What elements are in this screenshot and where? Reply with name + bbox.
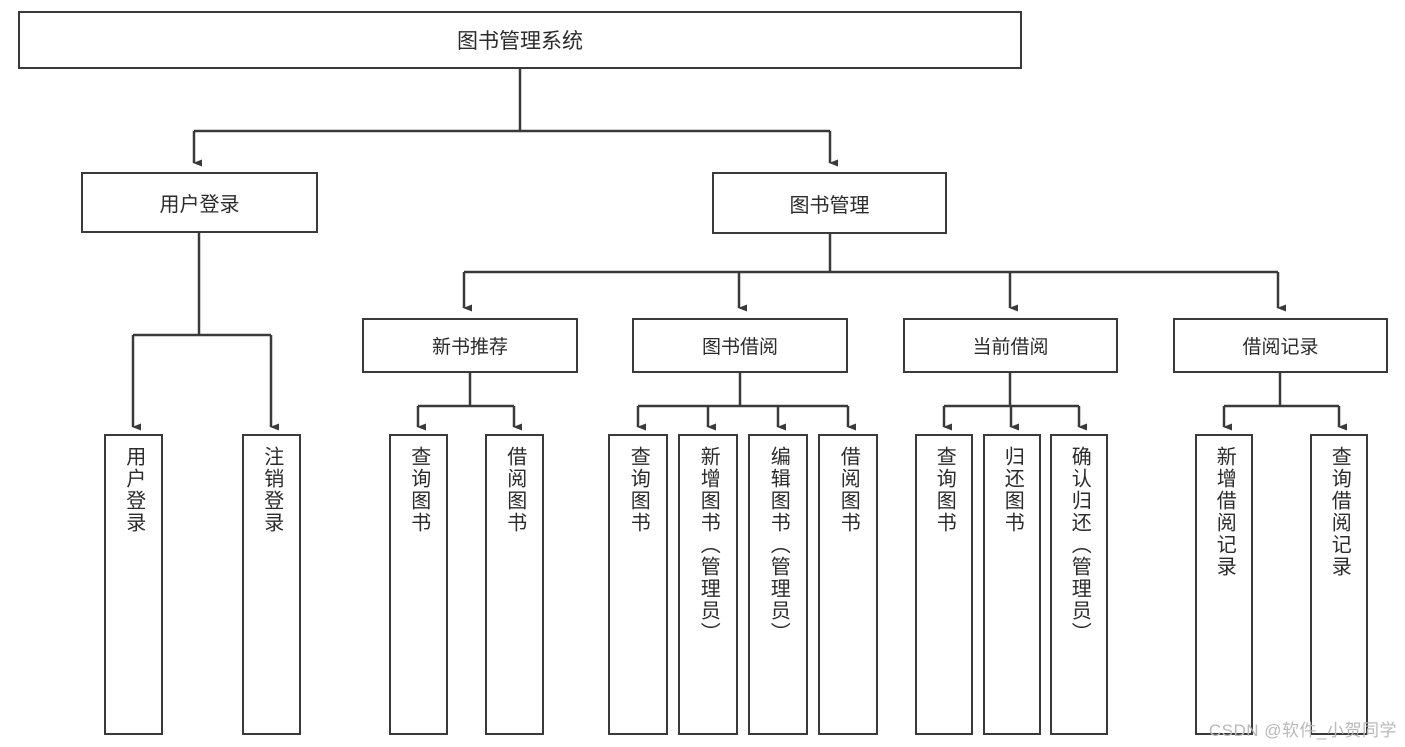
leaf-label: 用户登录 — [122, 446, 145, 534]
leaf-current-borrow-return-book[interactable]: 归还图书 — [983, 434, 1041, 735]
leaf-book-borrow-add-book[interactable]: 新增图书（管理员） — [678, 434, 738, 735]
leaf-label: 查询图书 — [407, 446, 430, 534]
leaf-label: 查询借阅记录 — [1328, 446, 1351, 578]
leaf-book-borrow-edit-book[interactable]: 编辑图书（管理员） — [748, 434, 808, 735]
leaf-label: 借阅图书 — [503, 446, 526, 534]
node-user-login[interactable]: 用户登录 — [81, 172, 318, 233]
leaf-current-borrow-confirm-return[interactable]: 确认归还（管理员） — [1050, 434, 1108, 735]
leaf-label: 查询图书 — [933, 446, 956, 534]
leaf-label: 查询图书 — [627, 446, 650, 534]
node-book-borrow[interactable]: 图书借阅 — [632, 318, 848, 373]
leaf-label: 确认归还（管理员） — [1068, 446, 1091, 644]
node-borrow-record[interactable]: 借阅记录 — [1173, 318, 1388, 373]
leaf-borrow-record-add-record[interactable]: 新增借阅记录 — [1195, 434, 1253, 735]
watermark-text: CSDN @软件_小贺同学 — [1208, 721, 1397, 740]
node-current-borrow[interactable]: 当前借阅 — [903, 318, 1118, 373]
leaf-book-borrow-query-book[interactable]: 查询图书 — [608, 434, 668, 735]
leaf-label: 注销登录 — [260, 446, 283, 534]
leaf-current-borrow-query-book[interactable]: 查询图书 — [915, 434, 973, 735]
leaf-label: 归还图书 — [1001, 446, 1024, 534]
leaf-label: 编辑图书（管理员） — [767, 446, 790, 644]
leaf-label: 借阅图书 — [837, 446, 860, 534]
leaf-user-login-login[interactable]: 用户登录 — [104, 434, 163, 735]
leaf-borrow-record-query-record[interactable]: 查询借阅记录 — [1310, 434, 1368, 735]
leaf-label: 新增图书（管理员） — [697, 446, 720, 644]
leaf-user-login-logout[interactable]: 注销登录 — [242, 434, 301, 735]
node-new-book-recommend[interactable]: 新书推荐 — [362, 318, 578, 373]
node-book-management[interactable]: 图书管理 — [712, 172, 947, 234]
leaf-label: 新增借阅记录 — [1213, 446, 1236, 578]
node-root[interactable]: 图书管理系统 — [18, 11, 1022, 69]
node-user-login-label: 用户登录 — [159, 194, 240, 216]
node-book-management-label: 图书管理 — [789, 194, 870, 217]
leaf-new-book-borrow-book[interactable]: 借阅图书 — [485, 434, 544, 735]
leaf-book-borrow-borrow-book[interactable]: 借阅图书 — [818, 434, 878, 735]
node-book-borrow-label: 图书借阅 — [701, 337, 778, 358]
node-current-borrow-label: 当前借阅 — [972, 337, 1049, 358]
leaf-new-book-query-book[interactable]: 查询图书 — [389, 434, 448, 735]
node-root-label: 图书管理系统 — [457, 30, 583, 53]
node-new-book-recommend-label: 新书推荐 — [431, 337, 508, 358]
node-borrow-record-label: 借阅记录 — [1242, 337, 1319, 358]
